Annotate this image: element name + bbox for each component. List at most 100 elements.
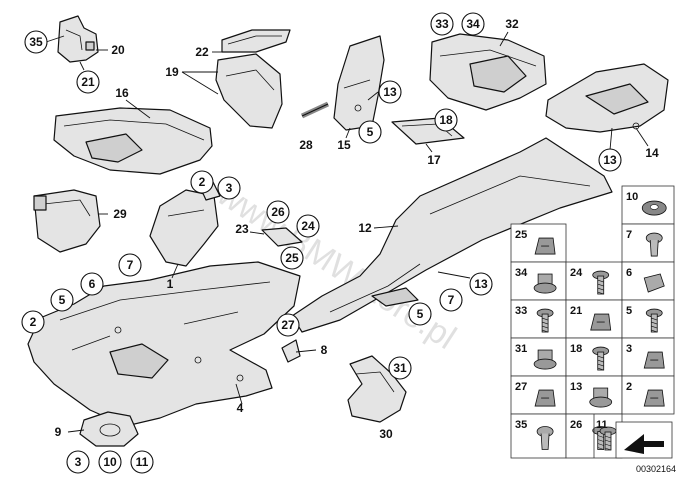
callout-24: 24 [296,214,320,238]
label-17: 17 [427,153,441,167]
svg-text:5: 5 [367,125,374,139]
fastener-number: 26 [570,419,582,431]
svg-text:2: 2 [199,175,206,189]
fastener-cell-clip-nut: 21 [565,299,623,339]
fastener-cell-nut: 34 [510,261,567,301]
svg-text:5: 5 [417,307,424,321]
fastener-cell-screw: 18 [565,337,623,377]
label-9: 9 [55,425,62,439]
callout-2: 2 [190,170,214,194]
fastener-cell-screw: 24 [565,261,623,301]
fastener-number: 33 [515,305,527,317]
svg-text:7: 7 [127,258,134,272]
callout-13: 13 [378,80,402,104]
doc-number: 00302164 [636,464,676,474]
fastener-cell-bolt: 5 [621,299,675,339]
svg-text:3: 3 [226,181,233,195]
fastener-number: 5 [626,305,632,317]
fastener-number: 3 [626,343,632,355]
svg-text:33: 33 [435,17,449,31]
callout-10: 10 [98,450,122,474]
underbody-panel-part-12 [291,137,613,333]
callout-13: 13 [598,148,622,172]
svg-text:35: 35 [29,35,43,49]
fastener-cell-washer: 10 [621,185,675,225]
bracket-part-29 [33,189,101,253]
fastener-number: 21 [570,305,582,317]
fastener-number: 13 [570,381,582,393]
fastener-number: 35 [515,419,527,431]
fastener-cell-clip-nut: 27 [510,375,567,415]
callout-18: 18 [434,108,458,132]
label-15: 15 [337,138,351,152]
fastener-number: 6 [626,267,632,279]
label-22: 22 [195,45,209,59]
callout-25: 25 [280,246,304,270]
fastener-cell-clip-nut: 3 [621,337,675,377]
callout-5: 5 [50,288,74,312]
svg-text:21: 21 [81,75,95,89]
label-1: 1 [167,277,174,291]
fastener-number: 2 [626,381,632,393]
svg-text:26: 26 [271,205,285,219]
fastener-number: 11 [596,419,608,431]
callout-7: 7 [118,253,142,277]
svg-text:3: 3 [75,455,82,469]
svg-text:10: 10 [103,455,117,469]
fastener-cell-push-rivet: 7 [621,223,675,263]
arrow-icon [615,421,673,459]
svg-text:11: 11 [136,455,149,469]
duct-part-19 [215,29,291,129]
fastener-number: 7 [626,229,632,241]
fastener-cell-hex-nut: 31 [510,337,567,377]
svg-text:24: 24 [301,219,315,233]
svg-text:2: 2 [30,315,37,329]
label-23: 23 [235,222,249,236]
fastener-number: 31 [515,343,527,355]
label-32: 32 [505,17,519,31]
shield-part-32 [429,33,547,111]
fastener-cell-hex-nut: 13 [565,375,623,415]
callout-3: 3 [217,176,241,200]
callout-34: 34 [461,12,485,36]
underbody-shield-part-4 [27,261,301,427]
callout-6: 6 [80,272,104,296]
callout-31: 31 [388,356,412,380]
fastener-cell-clip-nut: 25 [510,223,567,263]
shield-part-14 [545,63,669,133]
callout-27: 27 [276,313,300,337]
svg-text:13: 13 [474,277,488,291]
label-30: 30 [379,427,393,441]
svg-text:5: 5 [59,293,66,307]
strip-part-23 [261,227,303,247]
label-16: 16 [115,86,129,100]
callout-2: 2 [21,310,45,334]
bracket-part-20 [57,15,99,63]
fastener-number: 10 [626,191,638,203]
callout-5: 5 [358,120,382,144]
callout-33: 33 [430,12,454,36]
bracket-part-9 [79,411,139,447]
fastener-cell-bolt: 11 [596,419,617,451]
fastener-number: 18 [570,343,582,355]
leader-lines [45,31,649,433]
callout-7: 7 [439,288,463,312]
callout-35: 35 [24,30,48,54]
fastener-cell-pin: 6 [621,261,675,301]
fastener-number: 24 [570,267,583,279]
svg-text:34: 34 [466,17,480,31]
svg-text:13: 13 [383,85,397,99]
label-29: 29 [113,207,127,221]
label-19: 19 [165,65,179,79]
callout-5: 5 [408,302,432,326]
label-20: 20 [111,43,125,57]
fastener-number: 34 [515,267,528,279]
svg-text:13: 13 [603,153,617,167]
fastener-cell-push-rivet: 35 [510,413,567,459]
fastener-cell-clip-nut: 2 [621,375,675,415]
callout-11: 11 [130,450,154,474]
callout-3: 3 [66,450,90,474]
label-4: 4 [237,401,244,415]
